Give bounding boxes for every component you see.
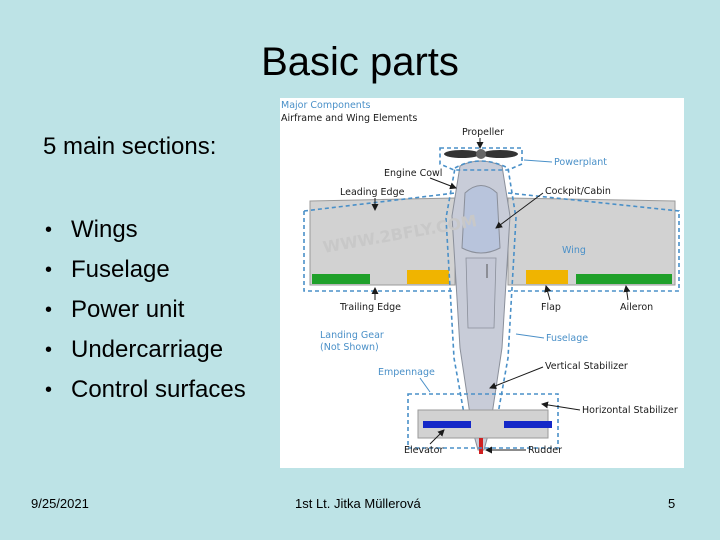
bullet-glyph: • — [45, 259, 53, 281]
label-propeller: Propeller — [462, 127, 504, 138]
label-aileron: Aileron — [620, 302, 653, 313]
bullet-text: Power unit — [71, 296, 185, 323]
footer-page-number: 5 — [668, 496, 676, 511]
label-wing: Wing — [562, 245, 586, 256]
right-flap — [526, 270, 568, 284]
bullet-glyph: • — [45, 379, 53, 401]
right-aileron — [576, 274, 672, 284]
bullet-glyph: • — [45, 219, 53, 241]
bullet-item: • Control surfaces — [43, 370, 246, 410]
bullet-text: Undercarriage — [71, 336, 224, 363]
bullet-glyph: • — [45, 339, 53, 361]
bullet-item: • Undercarriage — [43, 330, 246, 370]
left-wing — [309, 197, 456, 286]
label-elevator: Elevator — [404, 445, 443, 456]
diagram-header-1: Major Components — [281, 100, 371, 111]
slide-title-text: Basic parts — [261, 40, 459, 84]
bullet-item: • Power unit — [43, 290, 246, 330]
label-landing-gear: Landing Gear — [320, 330, 384, 341]
left-flap — [407, 270, 449, 284]
bullet-text: Control surfaces — [71, 376, 246, 403]
label-rudder: Rudder — [528, 445, 562, 456]
label-powerplant: Powerplant — [554, 157, 607, 168]
label-empennage: Empennage — [378, 367, 435, 378]
diagram-header-2: Airframe and Wing Elements — [281, 113, 417, 124]
label-engine-cowl: Engine Cowl — [384, 168, 442, 179]
left-aileron — [312, 274, 370, 284]
label-leading-edge: Leading Edge — [340, 187, 405, 198]
left-elevator — [423, 421, 471, 428]
label-trailing-edge: Trailing Edge — [339, 302, 401, 313]
bullet-glyph: • — [45, 299, 53, 321]
cockpit — [461, 185, 501, 254]
label-fuselage: Fuselage — [546, 333, 588, 344]
rudder — [479, 438, 483, 454]
intro-text: 5 main sections: — [43, 133, 217, 160]
footer-date: 9/25/2021 — [31, 496, 89, 511]
horizontal-stabilizer — [417, 409, 549, 439]
label-cockpit: Cockpit/Cabin — [545, 186, 611, 197]
label-flap: Flap — [541, 302, 561, 313]
slide-title: Basic parts — [0, 40, 720, 85]
label-horizontal-stabilizer: Horizontal Stabilizer — [582, 405, 678, 416]
propeller-blade-left — [444, 150, 480, 158]
spinner — [476, 149, 486, 159]
label-not-shown: (Not Shown) — [320, 342, 379, 353]
wing-outline — [303, 192, 680, 292]
propeller-blade-right — [482, 150, 518, 158]
bullet-item: • Fuselage — [43, 250, 246, 290]
bullet-text: Wings — [71, 216, 138, 243]
bullet-list: • Wings • Fuselage • Power unit • Undercarri… — [43, 210, 246, 410]
label-vertical-stabilizer: Vertical Stabilizer — [545, 361, 628, 372]
footer-author: 1st Lt. Jitka Müllerová — [295, 496, 421, 511]
airplane-diagram-svg: Major Components Airframe and Wing Eleme… — [281, 100, 680, 456]
powerplant-outline — [439, 147, 523, 171]
bullet-text: Fuselage — [71, 256, 170, 283]
right-elevator — [504, 421, 552, 428]
bullet-item: • Wings — [43, 210, 246, 250]
airplane-diagram: Major Components Airframe and Wing Eleme… — [280, 98, 684, 468]
empennage-outline — [407, 393, 559, 449]
